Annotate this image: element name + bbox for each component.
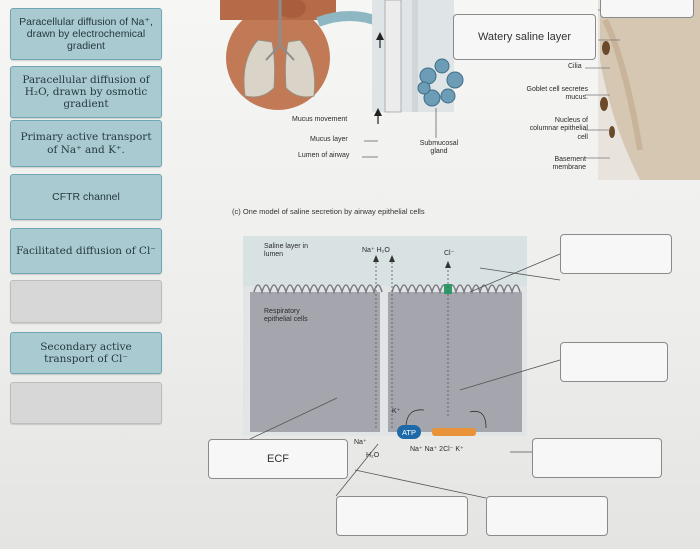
drop-text: ECF xyxy=(267,453,289,465)
cl-top-label: Cl⁻ xyxy=(444,250,464,258)
lumen-of-airway-label: Lumen of airway xyxy=(298,152,368,160)
drop-box-right-1[interactable] xyxy=(560,234,672,274)
ions-bottom-label: Na⁺ Na⁺ 2Cl⁻ K⁺ xyxy=(410,446,510,454)
drop-text: Watery saline layer xyxy=(478,31,571,43)
atp-badge: ATP xyxy=(397,425,421,439)
drop-box-top-right[interactable] xyxy=(600,0,694,18)
mucus-layer-label: Mucus layer xyxy=(310,136,370,144)
figure-caption: (c) One model of saline secretion by air… xyxy=(232,207,472,216)
drop-box-bottom-2[interactable] xyxy=(486,496,608,536)
drop-box-right-2[interactable] xyxy=(560,342,668,382)
cilia-label: Cilia xyxy=(568,63,608,71)
goblet-cell-label: Goblet cell secretes mucus. xyxy=(522,86,588,103)
respiratory-cells-label: Respiratory epithelial cells xyxy=(264,308,314,325)
basement-membrane-label: Basement membrane xyxy=(536,156,586,173)
submucosal-gland-label: Submucosal gland xyxy=(414,140,464,157)
cftr-channel-mark xyxy=(444,284,452,294)
k-left-label: K⁺ xyxy=(392,408,412,416)
drop-box-ecf[interactable]: ECF xyxy=(208,439,348,479)
drop-box-right-3[interactable] xyxy=(532,438,662,478)
zoom-arrow xyxy=(318,16,380,22)
nucleus-label: Nucleus of columnar epithelial cell xyxy=(528,117,588,142)
saline-layer-label: Saline layer in lumen xyxy=(264,243,314,260)
na-h2o-top-label: Na⁺ H₂O xyxy=(362,247,406,255)
nkcc-transporter-mark xyxy=(432,428,476,436)
drop-box-bottom-1[interactable] xyxy=(336,496,468,536)
na-left-label: Na⁺ xyxy=(354,439,374,447)
h2o-left-label: H₂O xyxy=(366,452,386,460)
mucus-movement-label: Mucus movement xyxy=(292,116,372,124)
drop-box-watery-saline[interactable]: Watery saline layer xyxy=(453,14,596,60)
